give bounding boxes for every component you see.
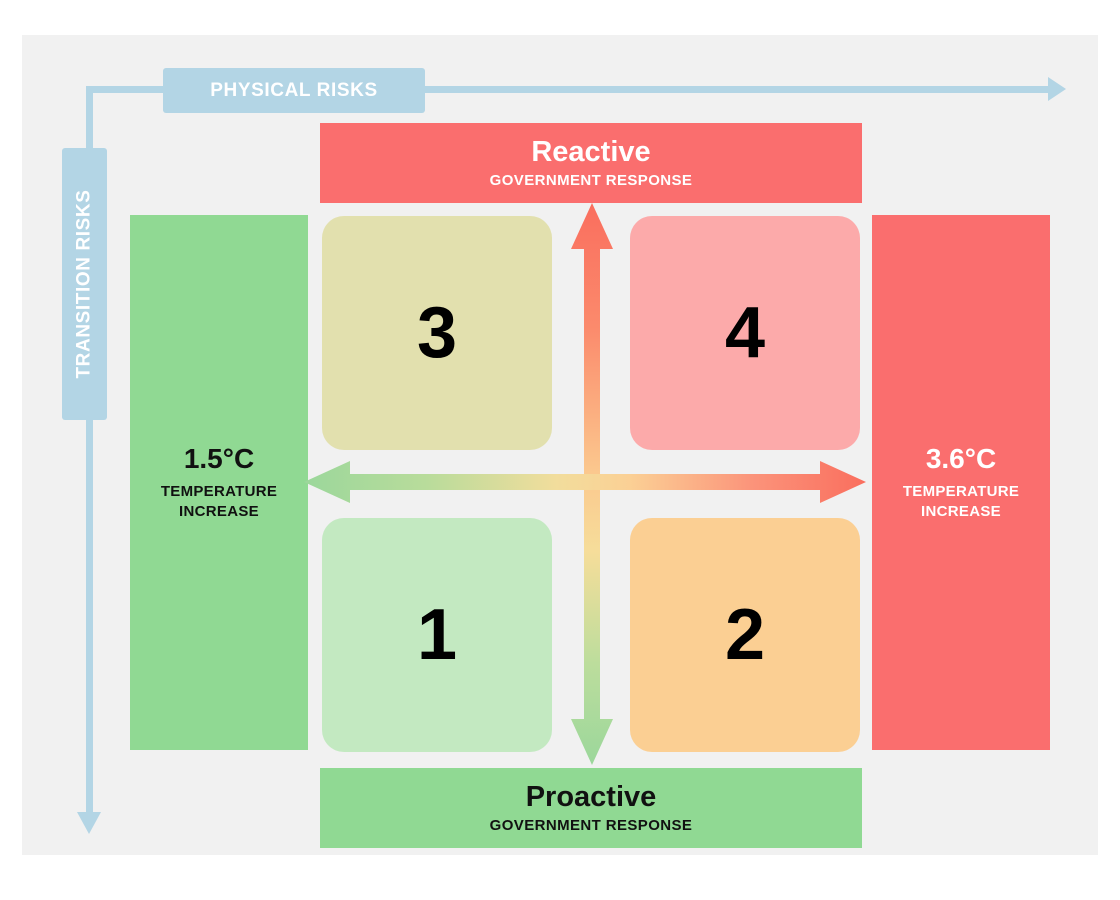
banner-proactive: Proactive GOVERNMENT RESPONSE [320, 768, 862, 848]
axis-connector-horizontal-stub [86, 86, 166, 93]
arrow-head-down-icon [77, 812, 101, 834]
quadrant-tile-1-label: 1 [416, 595, 458, 675]
axis-label-transition-risks-text: TRANSITION RISKS [73, 189, 95, 379]
banner-proactive-title: Proactive [525, 781, 657, 814]
banner-reactive-title: Reactive [531, 136, 651, 169]
arrow-head-right-icon [1048, 77, 1066, 101]
sidebar-temperature-low: 1.5°C TEMPERATURE INCREASE [130, 215, 308, 750]
axis-label-transition-risks: TRANSITION RISKS [62, 148, 107, 420]
quadrant-tile-4-label: 4 [724, 293, 766, 373]
banner-reactive-subtitle: GOVERNMENT RESPONSE [489, 171, 693, 189]
gradient-arrow-horizontal-icon [304, 461, 866, 503]
quadrant-tile-3-label: 3 [416, 293, 458, 373]
quadrant-tile-3[interactable]: 3 [322, 216, 552, 450]
quadrant-tile-4[interactable]: 4 [630, 216, 860, 450]
axis-label-physical-risks-text: PHYSICAL RISKS [210, 79, 378, 101]
sidebar-temperature-high: 3.6°C TEMPERATURE INCREASE [872, 215, 1050, 750]
quadrant-tile-2[interactable]: 2 [630, 518, 860, 752]
axis-line-transition-top [86, 86, 93, 152]
sidebar-temperature-low-value: 1.5°C [183, 442, 255, 474]
banner-proactive-subtitle: GOVERNMENT RESPONSE [489, 816, 693, 834]
axis-line-transition-bottom [86, 416, 93, 816]
sidebar-temperature-low-caption: TEMPERATURE INCREASE [160, 482, 278, 520]
sidebar-temperature-high-caption: TEMPERATURE INCREASE [902, 482, 1020, 520]
gradient-arrow-horizontal [304, 458, 866, 506]
sidebar-temperature-high-value: 3.6°C [925, 442, 997, 474]
banner-reactive: Reactive GOVERNMENT RESPONSE [320, 123, 862, 203]
quadrant-tile-2-label: 2 [724, 595, 766, 675]
axis-line-physical-risks [422, 86, 1052, 93]
axis-label-physical-risks: PHYSICAL RISKS [163, 68, 425, 113]
quadrant-tile-1[interactable]: 1 [322, 518, 552, 752]
